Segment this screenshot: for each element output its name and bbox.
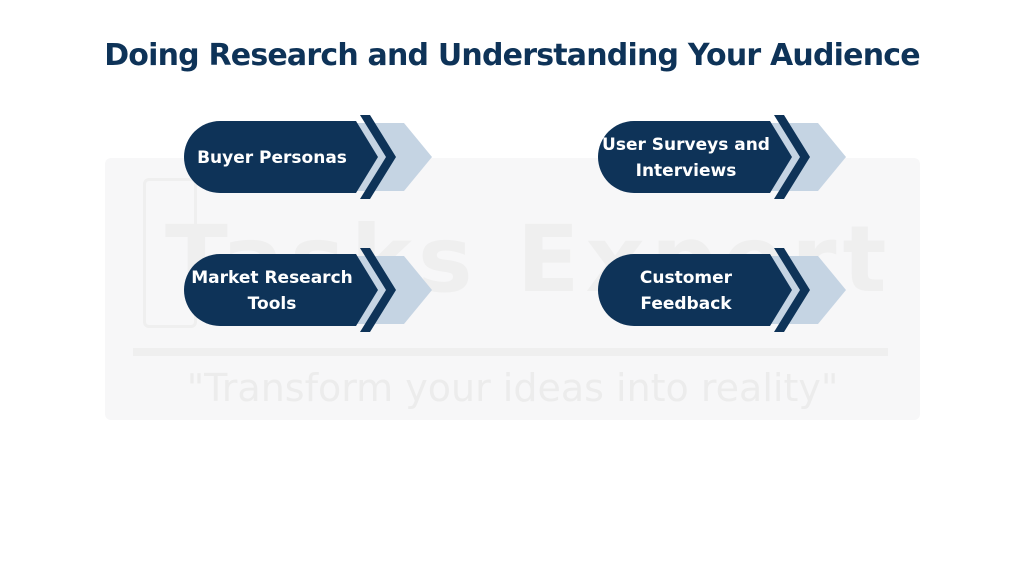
chevron-arrow-shape bbox=[598, 115, 846, 199]
watermark-rule bbox=[133, 348, 888, 356]
step-market-research-tools: Market Research Tools bbox=[182, 244, 432, 336]
chevron-arrow-shape bbox=[598, 248, 846, 332]
step-label: Buyer Personas bbox=[197, 148, 347, 168]
watermark-tagline: "Transform your ideas into reality" bbox=[186, 366, 839, 410]
page-title: Doing Research and Understanding Your Au… bbox=[104, 38, 920, 73]
step-label: Market Research Tools bbox=[191, 268, 353, 314]
step-buyer-personas: Buyer Personas bbox=[182, 111, 432, 203]
watermark-logo bbox=[143, 178, 197, 328]
chevron-arrow-shape bbox=[184, 115, 432, 199]
chevron-arrow-shape bbox=[184, 248, 432, 332]
step-label: Customer Feedback bbox=[639, 268, 733, 314]
step-user-surveys-interviews: User Surveys and Interviews bbox=[596, 111, 846, 203]
step-label: User Surveys and Interviews bbox=[602, 135, 770, 181]
step-customer-feedback: Customer Feedback bbox=[596, 244, 846, 336]
